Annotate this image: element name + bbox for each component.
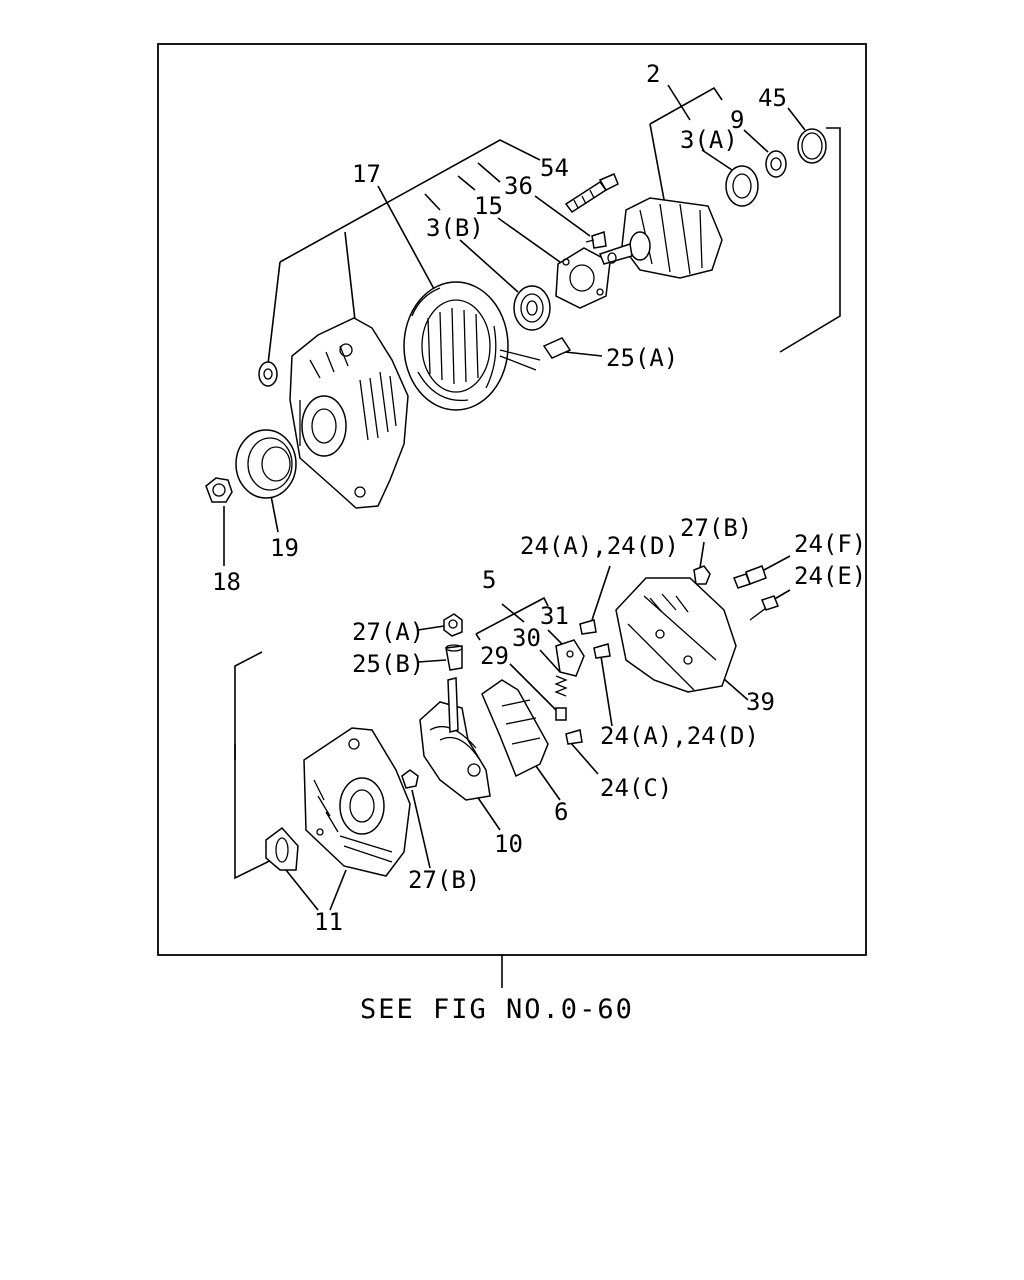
callout-6: 6 [554, 798, 568, 826]
callout-25a: 25(A) [606, 344, 678, 372]
brush-holder-25a-part [542, 337, 572, 359]
screws-24-part [565, 619, 611, 745]
stator-part [403, 281, 541, 411]
callout-24c: 24(C) [600, 774, 672, 802]
bearing-3a-part [725, 165, 759, 207]
bolt-24f-part [733, 565, 767, 589]
callout-45: 45 [758, 84, 787, 112]
callout-19: 19 [270, 534, 299, 562]
screw-24e-part [749, 595, 779, 621]
rotor-part [599, 197, 723, 279]
callout-5: 5 [482, 566, 496, 594]
rear-end-frame-part [303, 727, 411, 877]
callout-27a: 27(A) [352, 618, 424, 646]
callout-15: 15 [474, 192, 503, 220]
brush-29-part [555, 707, 567, 721]
callout-29: 29 [480, 642, 509, 670]
rectifier-10-part [419, 677, 491, 801]
brush-holder-31-part [555, 639, 585, 677]
stud-54-part [564, 173, 619, 214]
gasket-11-part [265, 826, 299, 871]
callout-3b: 3(B) [426, 214, 484, 242]
callout-9: 9 [730, 106, 744, 134]
spring-30-part [554, 675, 568, 697]
washer-part [258, 361, 278, 387]
insulator-25b-part [445, 644, 463, 671]
callout-18: 18 [212, 568, 241, 596]
drive-end-frame-part [289, 317, 409, 509]
callout-24ad-top: 24(A),24(D) [520, 532, 679, 560]
callout-labels: 2 45 9 3(A) 54 17 36 15 3(B) 25(A) 19 18… [212, 60, 866, 936]
bearing-3b-part [513, 285, 551, 331]
regulator-6-part [481, 679, 549, 778]
callout-36: 36 [504, 172, 533, 200]
callout-54: 54 [540, 154, 569, 182]
diagram-frame [157, 43, 867, 956]
washer-9-part [765, 150, 787, 178]
rear-cover-39-part [615, 577, 737, 693]
callout-39: 39 [746, 688, 775, 716]
callout-27b-bot: 27(B) [408, 866, 480, 894]
callout-30: 30 [512, 624, 541, 652]
nut-27b-upper-part [693, 565, 711, 585]
upper-leader-lines [223, 84, 841, 566]
nut-27a-part [443, 613, 463, 637]
callout-24ad-mid: 24(A),24(D) [600, 722, 759, 750]
callout-17: 17 [352, 160, 381, 188]
retainer-plate-part [555, 247, 611, 309]
callout-24f: 24(F) [794, 530, 866, 558]
nut-27b-lower-part [401, 769, 419, 789]
callout-3a: 3(A) [680, 126, 738, 154]
pulley-part [235, 429, 297, 499]
callout-25b: 25(B) [352, 650, 424, 678]
see-figure-reference: SEE FIG NO.0-60 [360, 994, 634, 1025]
callout-27b-top: 27(B) [680, 514, 752, 542]
callout-10: 10 [494, 830, 523, 858]
ring-45-part [797, 128, 827, 164]
nut-part [205, 477, 233, 503]
callout-24e: 24(E) [794, 562, 866, 590]
callout-31: 31 [540, 602, 569, 630]
callout-11: 11 [314, 908, 343, 936]
screw-36-part [585, 231, 607, 249]
callout-2: 2 [646, 60, 660, 88]
